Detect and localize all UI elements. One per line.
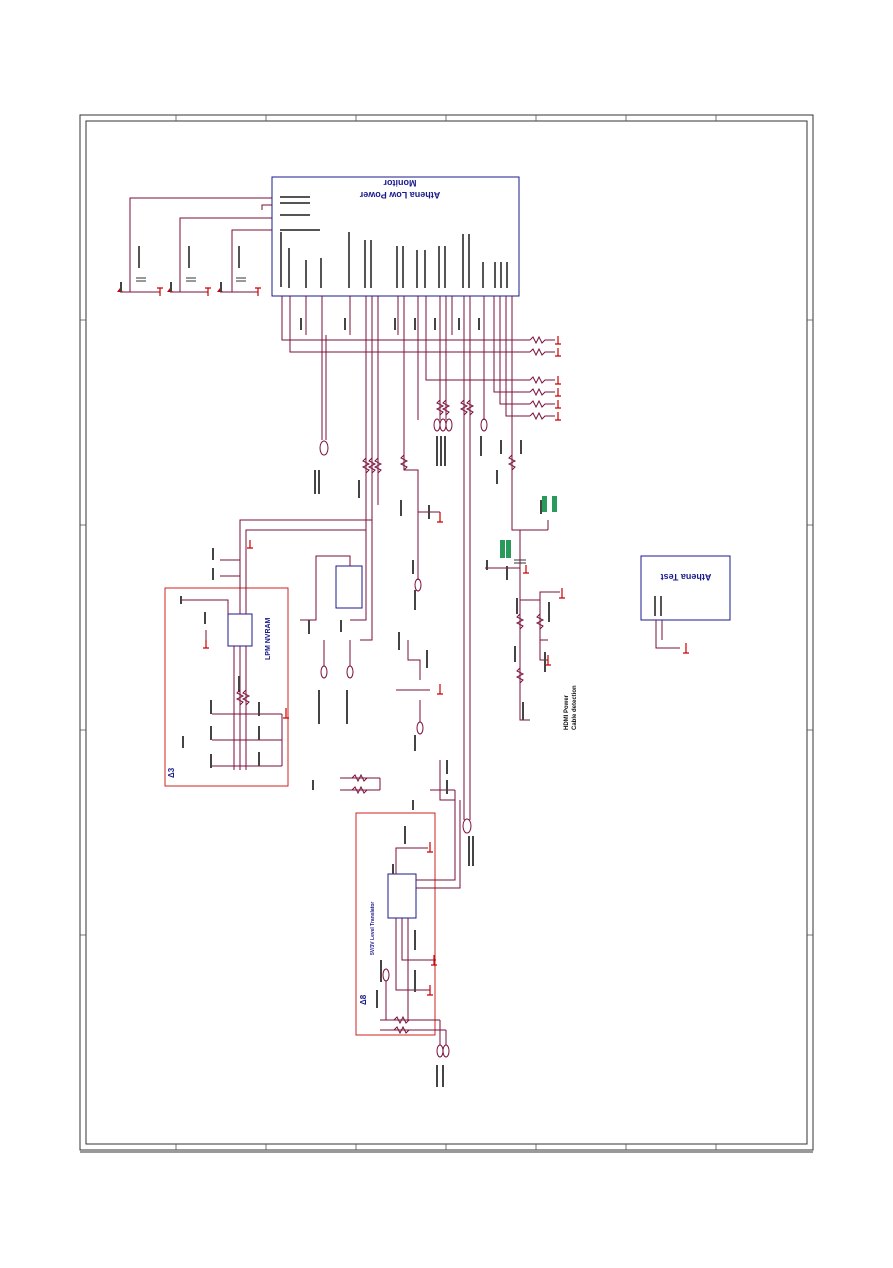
pin-name-hatching <box>280 196 508 288</box>
translator-ic <box>387 873 417 919</box>
athena-test-wires <box>654 596 689 654</box>
nvram-wires <box>180 505 373 770</box>
hdmi-label-line2: Cable detection <box>572 685 578 730</box>
section-3-label: Δ3 <box>167 767 176 778</box>
decoupling-caps <box>117 197 272 296</box>
mid-connector-2 <box>346 665 354 679</box>
athena-block-title: Athena Low Power <box>359 190 440 200</box>
translator-wires <box>340 777 461 1058</box>
vertical-nets <box>319 335 548 834</box>
mid-connector-1 <box>320 665 328 679</box>
mid-small-parts <box>396 511 455 801</box>
section-8-label: Δ8 <box>359 994 368 1005</box>
level-translator-section <box>355 812 436 1036</box>
inner-frame <box>85 120 808 1145</box>
mid-ic <box>335 565 363 609</box>
level-translator-label: 5V/3V Level Translator <box>370 902 376 955</box>
zone-ticks <box>80 115 813 1150</box>
designator-marks <box>120 282 550 1087</box>
hdmi-label-line1: HDMI Power <box>564 694 570 730</box>
athena-test-title: Athena Test <box>661 572 712 582</box>
outer-frame <box>79 114 814 1151</box>
nvram-section <box>164 587 289 787</box>
nvram-ic <box>227 613 253 647</box>
athena-low-power-block <box>271 176 520 297</box>
athena-block-subtitle: Monitor <box>383 178 416 188</box>
right-pulldown-resistors <box>281 335 561 421</box>
nvram-label: LPM NVRAM <box>265 617 272 660</box>
mid-ic-wire-2 <box>300 566 317 621</box>
mid-ic-wire-1 <box>315 555 351 566</box>
inline-resistors <box>235 399 545 1035</box>
main-block-pins <box>281 296 513 335</box>
